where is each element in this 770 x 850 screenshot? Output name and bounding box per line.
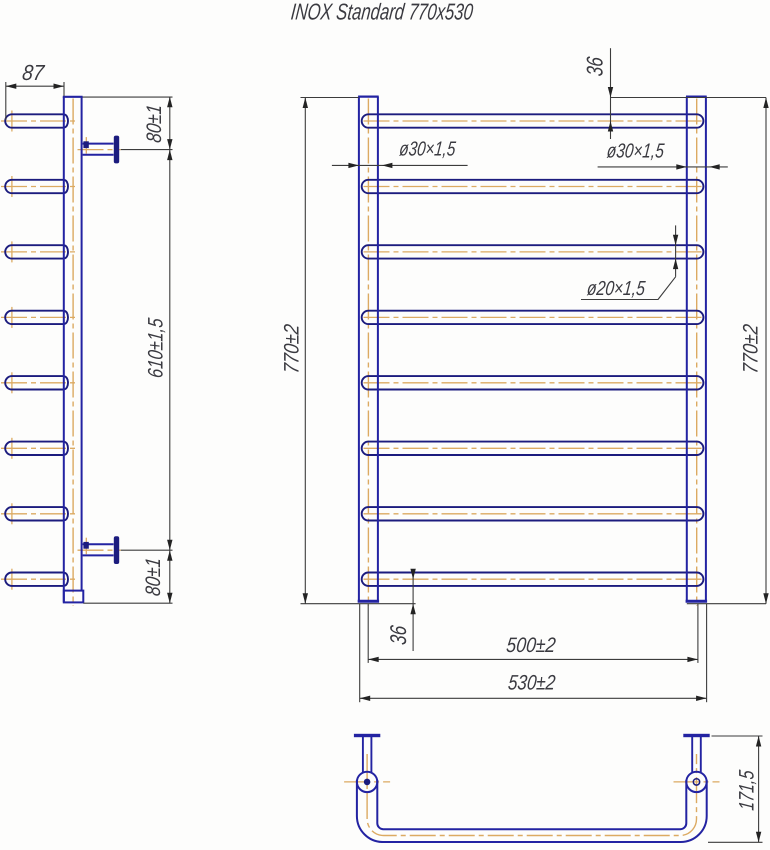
svg-text:87: 87	[21, 60, 46, 85]
svg-text:530±2: 530±2	[507, 672, 557, 695]
svg-text:INOX Standard 770x530: INOX Standard 770x530	[290, 0, 475, 24]
svg-text:80±1: 80±1	[142, 557, 165, 597]
svg-text:770±2: 770±2	[740, 323, 763, 375]
svg-text:770±2: 770±2	[280, 323, 303, 375]
svg-text:36: 36	[582, 55, 608, 77]
svg-text:ø30×1,5: ø30×1,5	[606, 140, 666, 162]
svg-text:36: 36	[385, 624, 411, 646]
svg-text:80±1: 80±1	[143, 103, 166, 143]
svg-text:ø20×1,5: ø20×1,5	[586, 278, 647, 300]
svg-text:ø30×1,5: ø30×1,5	[398, 139, 457, 161]
svg-text:610±1,5: 610±1,5	[144, 317, 167, 379]
svg-text:171,5: 171,5	[735, 769, 758, 812]
svg-text:500±2: 500±2	[505, 634, 557, 657]
